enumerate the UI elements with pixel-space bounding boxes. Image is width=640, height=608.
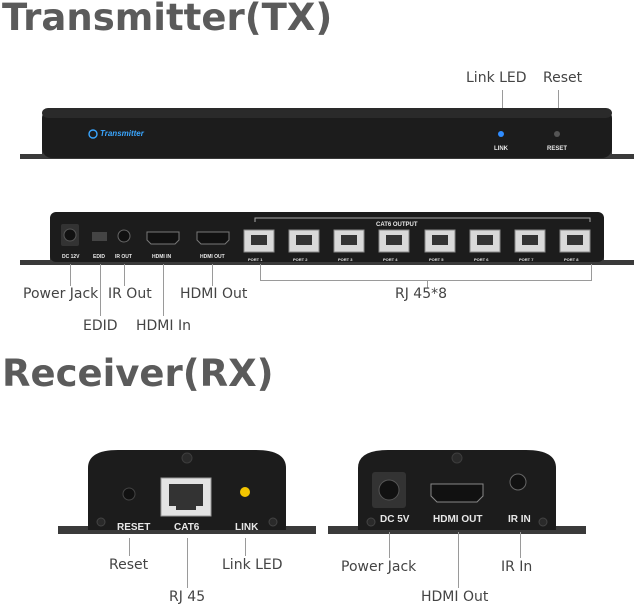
callout-rx-reset: Reset — [109, 557, 149, 573]
callout-rj45: RJ 45*8 — [395, 286, 448, 302]
rx-left-panel — [58, 450, 316, 534]
callout-edid: EDID — [83, 318, 118, 334]
ir-in-jack — [509, 473, 527, 491]
port-label: PORT 1 — [248, 257, 263, 262]
callout-rx-ir-in: IR In — [501, 559, 533, 575]
leader-line — [212, 264, 213, 286]
dc-jack — [63, 228, 77, 242]
leader-line — [100, 264, 101, 316]
reset-button-tx — [554, 131, 560, 137]
port-label: PORT 5 — [429, 257, 444, 262]
reset-label: RESET — [547, 146, 568, 152]
rx-hdmi-out-label: HDMI OUT — [433, 514, 483, 525]
rx-reset-label: RESET — [117, 522, 151, 533]
rx-dc-label: DC 5V — [380, 514, 410, 525]
leader-line — [389, 532, 390, 558]
leader-line — [70, 264, 71, 286]
reset-button-rx — [122, 487, 136, 501]
link-led-rx — [240, 487, 250, 497]
port-label: PORT 8 — [564, 257, 579, 262]
hdmi-in-port — [146, 231, 180, 245]
callout-rx-link-led: Link LED — [222, 557, 283, 573]
rx-link-label: LINK — [235, 522, 259, 533]
callout-hdmi-in: HDMI In — [136, 318, 191, 334]
leader-line — [260, 264, 261, 280]
receiver-title: Receiver(RX) — [2, 352, 274, 395]
leader-line — [129, 538, 130, 556]
callout-reset: Reset — [543, 70, 583, 86]
rx-cat6-label: CAT6 — [174, 522, 200, 533]
leader-line — [245, 538, 246, 556]
callout-link-led: Link LED — [466, 70, 527, 86]
link-led-tx — [498, 131, 504, 137]
leader-line — [427, 280, 428, 288]
tx-front-panel — [20, 108, 634, 159]
rx-right-panel — [328, 450, 586, 534]
leader-line — [187, 538, 188, 588]
callout-rx-power-jack: Power Jack — [341, 559, 417, 575]
leader-line — [520, 532, 521, 558]
leader-line — [458, 532, 459, 588]
dc-label: DC 12V — [62, 254, 80, 260]
port-label: PORT 2 — [293, 257, 308, 262]
leader-line — [502, 90, 503, 112]
callout-ir-out: IR Out — [108, 286, 152, 302]
callout-rx-rj45: RJ 45 — [169, 589, 206, 605]
transmitter-title: Transmitter(TX) — [2, 0, 333, 39]
ir-out-jack — [117, 229, 131, 243]
ir-out-label: IR OUT — [115, 254, 132, 260]
edid-switch — [92, 232, 107, 241]
callout-rx-hdmi-out: HDMI Out — [421, 589, 489, 605]
leader-line — [260, 280, 592, 281]
port-label: PORT 3 — [338, 257, 353, 262]
port-label: PORT 6 — [474, 257, 489, 262]
callout-hdmi-out: HDMI Out — [180, 286, 248, 302]
rx-ir-in-label: IR IN — [508, 514, 531, 525]
power-icon — [88, 129, 98, 139]
leader-line — [163, 264, 164, 316]
tx-back-panel — [20, 212, 634, 265]
leader-line — [591, 264, 592, 280]
leader-line — [558, 90, 559, 112]
hdmi-in-label: HDMI IN — [152, 254, 172, 260]
hdmi-out-port-rx — [430, 483, 484, 503]
hdmi-out-port — [196, 231, 230, 245]
hdmi-out-label: HDMI OUT — [200, 254, 225, 260]
port-label: PORT 7 — [519, 257, 534, 262]
cat6-output-label: CAT6 OUTPUT — [376, 222, 418, 228]
leader-line — [124, 264, 125, 286]
link-label: LINK — [494, 146, 508, 152]
callout-power-jack: Power Jack — [23, 286, 99, 302]
brand-text: Transmitter — [100, 129, 144, 138]
edid-label: EDID — [93, 254, 105, 260]
port-label: PORT 4 — [383, 257, 398, 262]
